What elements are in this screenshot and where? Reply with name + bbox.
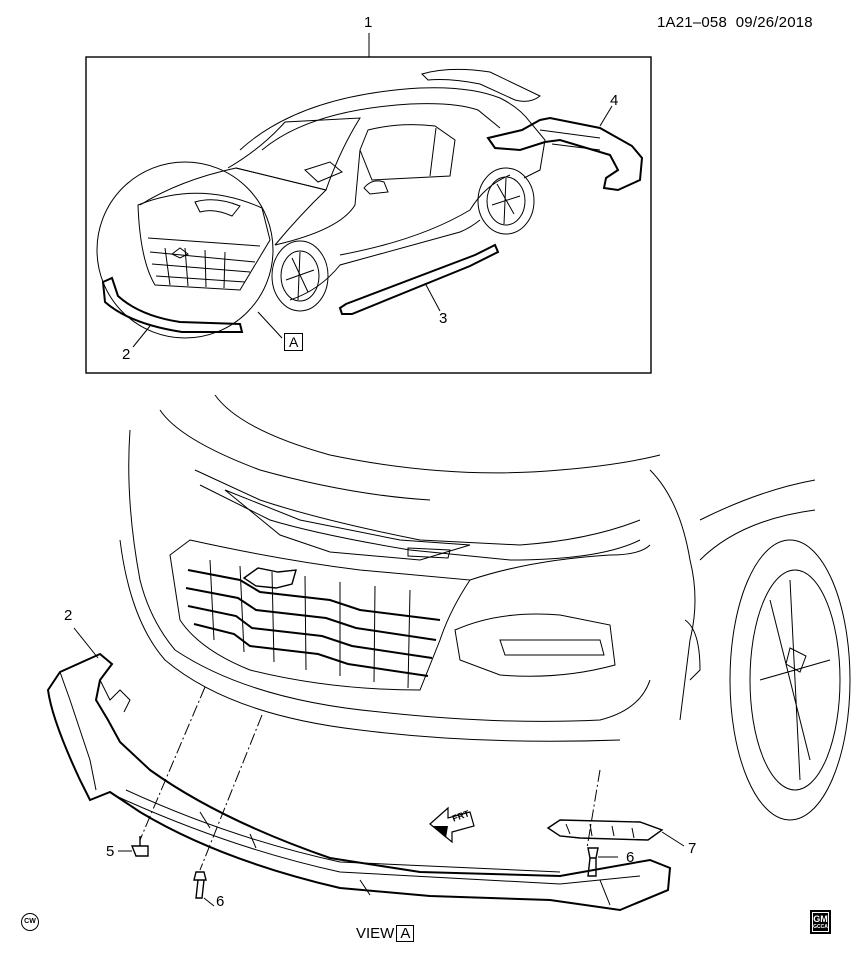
callout-7: 7	[688, 840, 697, 857]
leader-7	[661, 831, 685, 847]
leader-3	[424, 282, 441, 312]
detail-leader	[257, 311, 283, 339]
callout-2-top: 2	[122, 346, 131, 363]
leader-4	[599, 105, 613, 127]
gm-logo-sub: GCCA	[813, 924, 828, 930]
cw-mark: CW	[21, 913, 39, 931]
callout-2-bottom: 2	[64, 607, 73, 624]
front-fascia-main	[119, 394, 851, 821]
part-2-splitter	[46, 652, 672, 912]
view-box-letter: A	[396, 925, 415, 942]
callout-3: 3	[439, 310, 448, 327]
leader-2-top	[132, 325, 151, 348]
callout-5: 5	[106, 843, 115, 860]
callout-6-right: 6	[626, 849, 635, 866]
callout-4: 4	[610, 92, 619, 109]
detail-circle	[96, 161, 274, 339]
callout-6-left: 6	[216, 893, 225, 910]
part-4-rear	[486, 116, 644, 192]
overview-frame	[85, 56, 652, 374]
part-3-rocker	[338, 243, 500, 315]
leader-6-left	[203, 897, 215, 907]
diagram-id-date: 1A21–058 09/26/2018	[657, 14, 813, 31]
fascia-detail	[137, 192, 271, 291]
part-2-small	[101, 276, 244, 333]
leader-5-dashdot	[139, 686, 206, 841]
callout-1: 1	[364, 14, 373, 31]
leader-2-bottom	[73, 627, 99, 659]
diagram-id: 1A21–058	[657, 14, 728, 31]
part-2-splitter-details	[59, 671, 641, 906]
leader-6-dashdot	[199, 714, 263, 871]
part-6-right-fastener	[587, 847, 599, 877]
front-direction-arrow	[429, 806, 475, 844]
diagram-date: 09/26/2018	[735, 14, 813, 31]
part-5-bolt	[130, 836, 149, 857]
detail-box-label: A	[284, 333, 304, 351]
vehicle-overview	[139, 68, 546, 312]
gm-logo: GM GCCA	[810, 910, 831, 934]
part-7-bracket	[546, 819, 664, 841]
gm-logo-main: GM	[813, 914, 828, 924]
view-prefix: VIEW	[356, 925, 395, 942]
part-6-left-fastener	[193, 871, 207, 899]
leader-7-dashdot	[586, 769, 601, 849]
